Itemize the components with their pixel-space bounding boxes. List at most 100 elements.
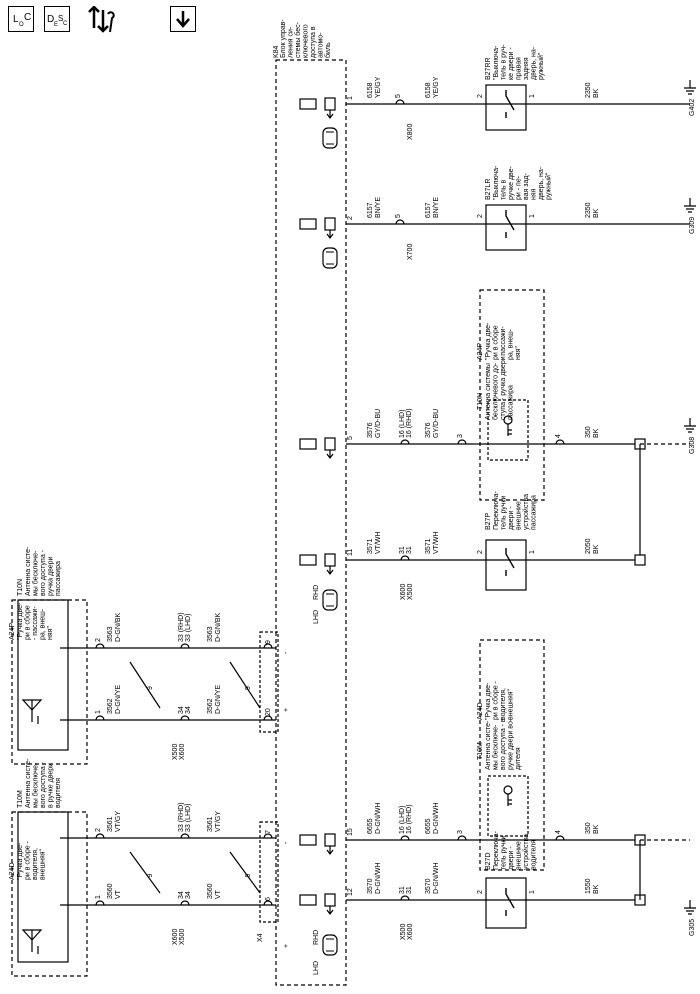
- t10n-right-label: Антенна системы: [485, 363, 492, 420]
- wire-color: BK: [593, 88, 600, 98]
- connector-pin-label: 31: [406, 546, 413, 554]
- wire-color: D-GN/YE: [115, 685, 122, 715]
- connector-housing: [299, 218, 317, 230]
- pin-number: 2: [95, 828, 102, 832]
- wire-color: VT/GY: [215, 811, 222, 832]
- b27rr-label: "Выключа-: [493, 45, 500, 80]
- b27p-id: B27P: [485, 513, 492, 530]
- connector-pin-label: 33 (LHD): [185, 804, 192, 832]
- a24p-left-label: ри в сборе: [24, 605, 32, 640]
- twisted-pair: [129, 661, 161, 709]
- minus-sign: -: [283, 651, 290, 654]
- b27rr-label: дверь, на-: [531, 46, 538, 80]
- wire-color: VT: [115, 889, 122, 899]
- k84-pin-number: 9: [265, 640, 272, 644]
- minus-sign: -: [283, 841, 290, 844]
- twist-label: 9: [147, 874, 154, 878]
- lhd-label: LHD: [313, 961, 320, 975]
- splice-point: [634, 834, 646, 846]
- b27p-label: устройства: [522, 494, 530, 530]
- k84-module-id: K84: [273, 45, 280, 58]
- connector-pin-label: 33 (RHD): [178, 612, 185, 642]
- connector-pin-label: 16 (LHD): [399, 410, 406, 438]
- vehicle-icon: [322, 247, 338, 269]
- wire-number: 3560: [207, 883, 214, 899]
- k84-pin-number: 1: [347, 96, 354, 100]
- t10m-left-label: водителя: [55, 778, 62, 808]
- pin: [180, 643, 190, 649]
- antenna-icon: [21, 929, 43, 954]
- ground-label: G305: [689, 919, 696, 936]
- a24p-left-label: - пассажи-: [32, 606, 39, 640]
- b27d-label: двери -: [508, 846, 515, 870]
- k84-module-box: [275, 59, 347, 986]
- wire-number: 3563: [207, 626, 214, 642]
- plug-icon: [326, 450, 334, 459]
- wire-color: BN/YE: [375, 197, 382, 218]
- connector-label: X500: [400, 924, 407, 940]
- wire-color: BK: [593, 208, 600, 218]
- pin: [457, 439, 467, 445]
- b27lr-label: ри - пе-: [516, 175, 523, 200]
- ground-label: G402: [689, 99, 696, 116]
- splice-point: [634, 894, 646, 906]
- wire-color: BK: [593, 544, 600, 554]
- key-icon: [503, 415, 513, 425]
- a24p-left-label: "Ручка две-: [17, 602, 24, 640]
- swap-wrench-icon: [88, 6, 115, 33]
- x4-connector: [259, 631, 279, 733]
- t10m-right-label: Антенна систе-: [485, 720, 492, 770]
- wire-color: D-GN/BK: [215, 613, 222, 643]
- a24p-right-label: "Ручка две-: [485, 322, 492, 360]
- down-arrow-icon: [176, 11, 190, 28]
- wire-number: 3563: [107, 626, 114, 642]
- vehicle-icon: [326, 251, 334, 265]
- wire-number: 3560: [107, 883, 114, 899]
- ground-symbol: [684, 900, 696, 915]
- b27p-label: тель ручки: [501, 496, 508, 530]
- wire-number: 3576: [367, 422, 374, 438]
- wire-number: 3571: [425, 538, 432, 554]
- connector-label: X500: [179, 929, 186, 945]
- b27rr-label: правая: [516, 57, 523, 80]
- wire-color: D-GN/BK: [115, 613, 122, 643]
- pin: [395, 99, 405, 105]
- pin-number: 3: [457, 830, 464, 834]
- wire-number: 6158: [367, 82, 374, 98]
- connector-label: X600: [407, 924, 414, 940]
- b27d-label: внешние: [516, 841, 523, 870]
- pin: [555, 439, 565, 445]
- splice-point: [634, 554, 646, 566]
- plus-sign: +: [283, 708, 290, 712]
- a24d-left-label: внешняя": [40, 848, 47, 880]
- pin-number: 4: [555, 434, 562, 438]
- pin-number: 1: [95, 895, 102, 899]
- plug-icon: [324, 217, 336, 231]
- wire-color: VT: [215, 889, 222, 899]
- a24d-left-label: ри в сборе -: [24, 840, 32, 880]
- wire-color: BK: [593, 428, 600, 438]
- swap-connector-button[interactable]: [84, 6, 116, 34]
- a24p-left-label: няя": [47, 626, 54, 640]
- svg-text:S: S: [58, 14, 63, 23]
- connector-pin-label: 5: [395, 94, 402, 98]
- connector-pin-label: 5: [395, 214, 402, 218]
- connector-label: X700: [407, 244, 414, 260]
- connector-label: X800: [407, 124, 414, 140]
- pin: [95, 643, 105, 649]
- b27lr-label: дверь, на-: [538, 166, 545, 200]
- a24d-right-id: A24D: [477, 702, 484, 720]
- wire-number: 350: [585, 426, 592, 438]
- plug-icon: [326, 906, 334, 915]
- t10n-left-box: [17, 599, 69, 751]
- pin: [263, 900, 273, 906]
- twisted-pair: [229, 661, 261, 709]
- pin-number: 3: [457, 434, 464, 438]
- download-button[interactable]: [170, 6, 196, 32]
- wire-color: GY/D-BU: [433, 409, 440, 438]
- connector-pin-label: 16 (RHD): [406, 408, 413, 438]
- wire-color: D-GN/WH: [375, 803, 382, 835]
